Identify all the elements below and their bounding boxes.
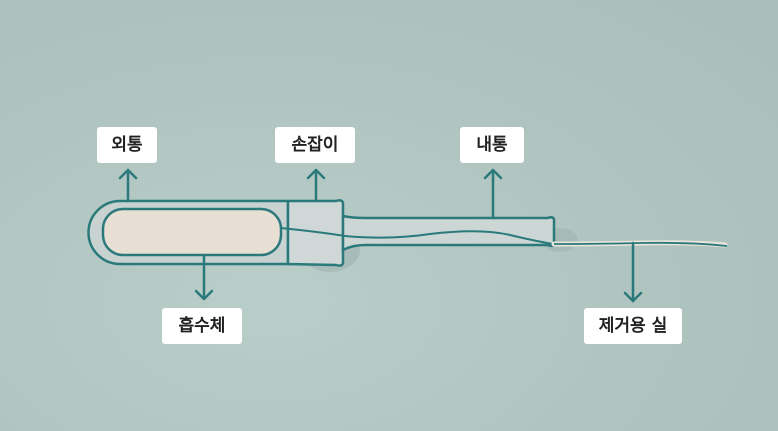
label-removal-string: 제거용 실	[584, 308, 682, 344]
grip-shape	[286, 199, 345, 267]
arrow-down-icon	[194, 289, 214, 301]
label-outer-tube: 외통	[97, 127, 157, 163]
arrow-up-icon	[483, 168, 503, 180]
arrow-up-icon	[118, 168, 138, 180]
label-absorbent-core: 흡수체	[162, 308, 242, 344]
label-grip: 손잡이	[275, 127, 355, 163]
arrow-down-icon	[623, 291, 643, 303]
label-inner-tube: 내통	[460, 127, 524, 163]
arrow-up-icon	[306, 168, 326, 180]
removal-string-outline	[553, 241, 728, 247]
string-inside	[280, 227, 554, 245]
absorbent-core-shape	[101, 207, 283, 257]
